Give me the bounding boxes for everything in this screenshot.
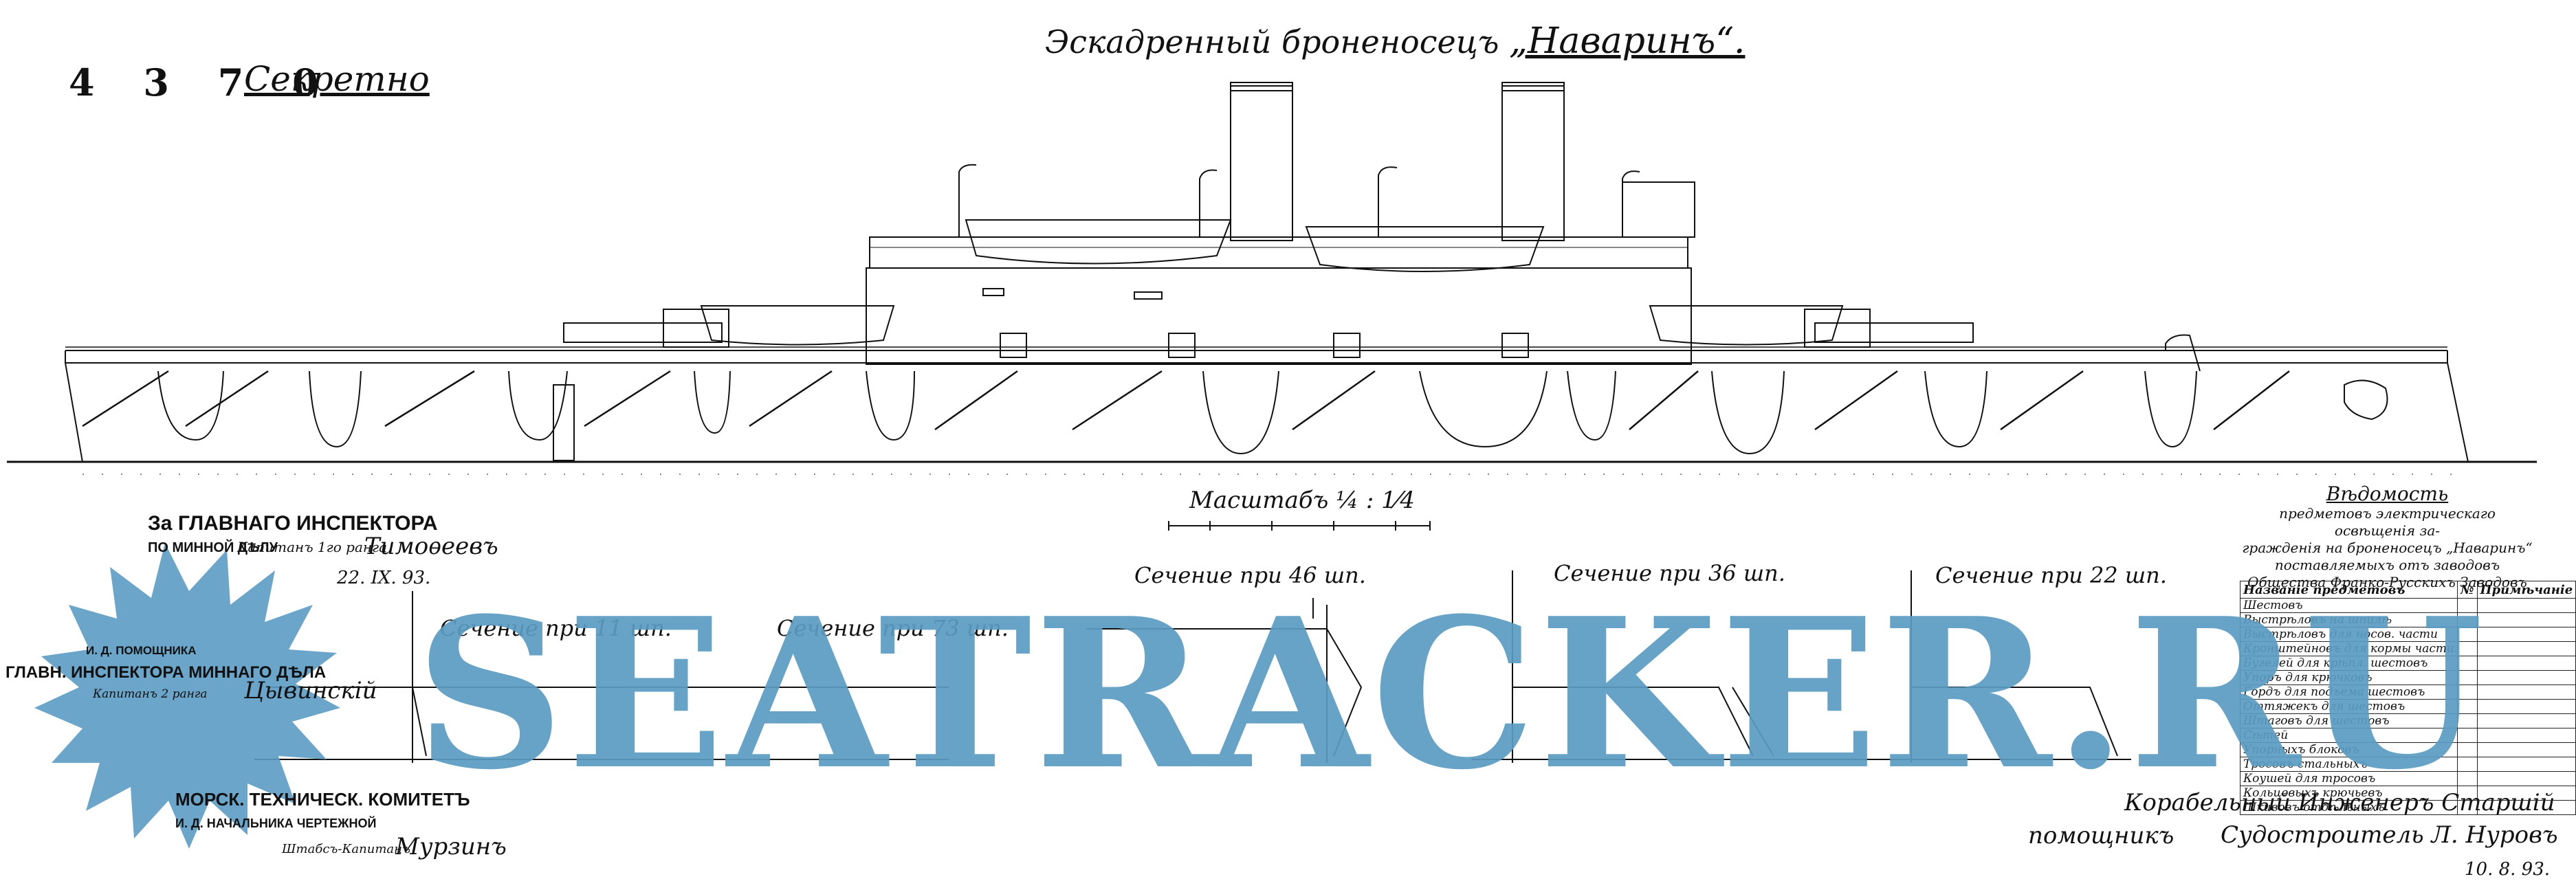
row-name: Выстрѣловъ для носов. части — [2240, 627, 2458, 642]
sponson — [866, 370, 915, 441]
section-label: Сечение при 11 шп. — [440, 615, 672, 641]
table-row: Выстрѣловъ для носов. части — [2240, 627, 2576, 642]
ventilator-4 — [1622, 170, 1640, 237]
section-label: Сечение при 36 шп. — [1554, 560, 1785, 586]
boat-1 — [965, 219, 1232, 265]
scale-bar — [1168, 521, 1431, 531]
inspector-title-1: За ГЛАВНАГО ИНСПЕКТОРА — [148, 512, 438, 535]
inspector-title-2: ПО МИННОЙ ДѢЛУ — [148, 540, 278, 555]
inspector-rank: Капитанъ 1го ранга — [237, 539, 388, 555]
committee-signature: Мурзинъ — [395, 833, 507, 860]
net-booms — [82, 370, 2290, 431]
row-name: Тросовъ стальныхъ — [2240, 757, 2458, 772]
ventilator-2 — [1199, 169, 1218, 237]
row-note — [2476, 800, 2576, 815]
vedomost-desc-1: предметовъ электрическаго освѣщенія за- — [2279, 505, 2496, 539]
row-name: Кольцевыхъ крючьевъ — [2240, 786, 2458, 801]
sponson — [1711, 370, 1785, 455]
window — [1000, 333, 1027, 358]
deck-house — [1622, 181, 1695, 238]
row-name: Оттяжекъ для шестовъ — [2240, 699, 2458, 714]
inspector-signature: Тимоѳеевъ — [364, 533, 498, 560]
table-row: Кронштейновъ для кормы части — [2240, 641, 2576, 656]
drawing-title: Эскадренный броненосецъ „Наваринъ“. — [1045, 21, 1745, 62]
builder-date: 10. 8. 93. — [2465, 859, 2551, 880]
window — [1333, 333, 1361, 358]
builder-line-3: Судостроитель Л. Нуровъ — [2221, 821, 2558, 849]
window — [1501, 333, 1529, 358]
funnel-aft — [1501, 85, 1565, 241]
table-row: Сѣтей — [2240, 728, 2576, 743]
row-name: Коушей для тросовъ — [2240, 771, 2458, 786]
table-row: Выстрѣловъ на шпилѣ — [2240, 612, 2576, 627]
boat-3 — [700, 305, 895, 346]
sponson — [694, 370, 731, 434]
sponson — [157, 370, 224, 441]
table-row: Штаговъ для шестовъ — [2240, 713, 2576, 728]
ship-name: „Наваринъ“. — [1509, 21, 1746, 62]
assistant-rank: Капитанъ 2 ранга — [93, 687, 208, 701]
gun-fore — [563, 322, 723, 343]
row-name: Шкивовъ отдѣльныхъ — [2240, 800, 2458, 815]
table-row: Кольцевыхъ крючьевъ — [2240, 786, 2576, 801]
row-name: Кронштейновъ для кормы части — [2240, 641, 2458, 656]
row-name: Штаговъ для шестовъ — [2240, 713, 2458, 728]
gun-aft — [1814, 322, 1974, 343]
ventilator-3 — [1378, 166, 1398, 237]
row-name: Шестовъ — [2240, 598, 2458, 613]
vedomost-table: Названіе предметовъ № Примѣчаніе Шестовъ… — [2240, 581, 2576, 815]
table-row: Тросовъ стальныхъ — [2240, 757, 2576, 772]
secret-mark: Секретно — [244, 59, 430, 99]
sponson — [309, 370, 362, 448]
sponson — [2144, 370, 2197, 448]
vedomost-desc-3: поставляемыхъ отъ заводовъ — [2274, 557, 2500, 573]
inspector-date: 22. IX. 93. — [337, 568, 431, 588]
committee-subtitle: И. Д. НАЧАЛЬНИКА ЧЕРТЕЖНОЙ — [175, 816, 377, 830]
section-label: Сечение при 22 шп. — [1935, 562, 2167, 588]
boat-2 — [1305, 226, 1545, 272]
sponson — [1419, 370, 1548, 448]
title-prefix: Эскадренный броненосецъ — [1045, 23, 1499, 60]
assistant-title-2: ГЛАВН. ИНСПЕКТОРА МИННАГО ДѢЛА — [5, 663, 327, 682]
section-label: Сечение при 73 шп. — [777, 615, 1009, 641]
funnel-fore — [1230, 85, 1293, 241]
approval-stamp — [34, 543, 340, 849]
row-name: Выстрѣловъ на шпилѣ — [2240, 612, 2458, 627]
plate-number: 4 3 7 0 — [69, 60, 336, 104]
sponson — [1202, 370, 1279, 455]
sponson — [508, 370, 568, 441]
ladder — [553, 384, 575, 461]
committee-rank: Штабсъ-Капитанъ — [282, 842, 410, 856]
boat-4 — [1649, 305, 1844, 346]
upper-deck — [869, 236, 1688, 269]
builder-line-2: помощникъ — [2028, 822, 2175, 849]
table-row: Гордъ для подъема шестовъ — [2240, 685, 2576, 700]
table-row: Коушей для тросовъ — [2240, 771, 2576, 786]
assistant-signature: Цывинскій — [244, 677, 377, 704]
sponson — [1924, 370, 1988, 448]
vedomost-desc-2: гражденія на броненосецъ „Наваринъ“ — [2242, 539, 2533, 556]
section-label: Сечение при 46 шп. — [1134, 562, 1366, 588]
window — [1168, 333, 1196, 358]
table-row: Шкивовъ отдѣльныхъ — [2240, 800, 2576, 815]
stern-ornament — [2344, 379, 2388, 421]
cross-sections — [254, 570, 2131, 763]
sponson — [1567, 370, 1616, 441]
committee-title: МОРСК. ТЕХНИЧЕСК. КОМИТЕТЪ — [175, 789, 470, 810]
hull-outline — [64, 362, 2469, 463]
col-note: Примѣчаніе — [2476, 581, 2576, 599]
watermark: SEATRACKER.RU — [415, 572, 2486, 815]
assistant-title-1: И. Д. ПОМОЩНИКА — [86, 644, 197, 657]
aft-staff — [2165, 334, 2201, 372]
vedomost-title: Вѣдомость — [2326, 482, 2449, 505]
ventilator-1 — [958, 164, 977, 237]
row-name: Гордъ для подъема шестовъ — [2240, 685, 2458, 700]
scale-label: Масштабъ ¼ : 1⁄4 — [1189, 487, 1416, 514]
